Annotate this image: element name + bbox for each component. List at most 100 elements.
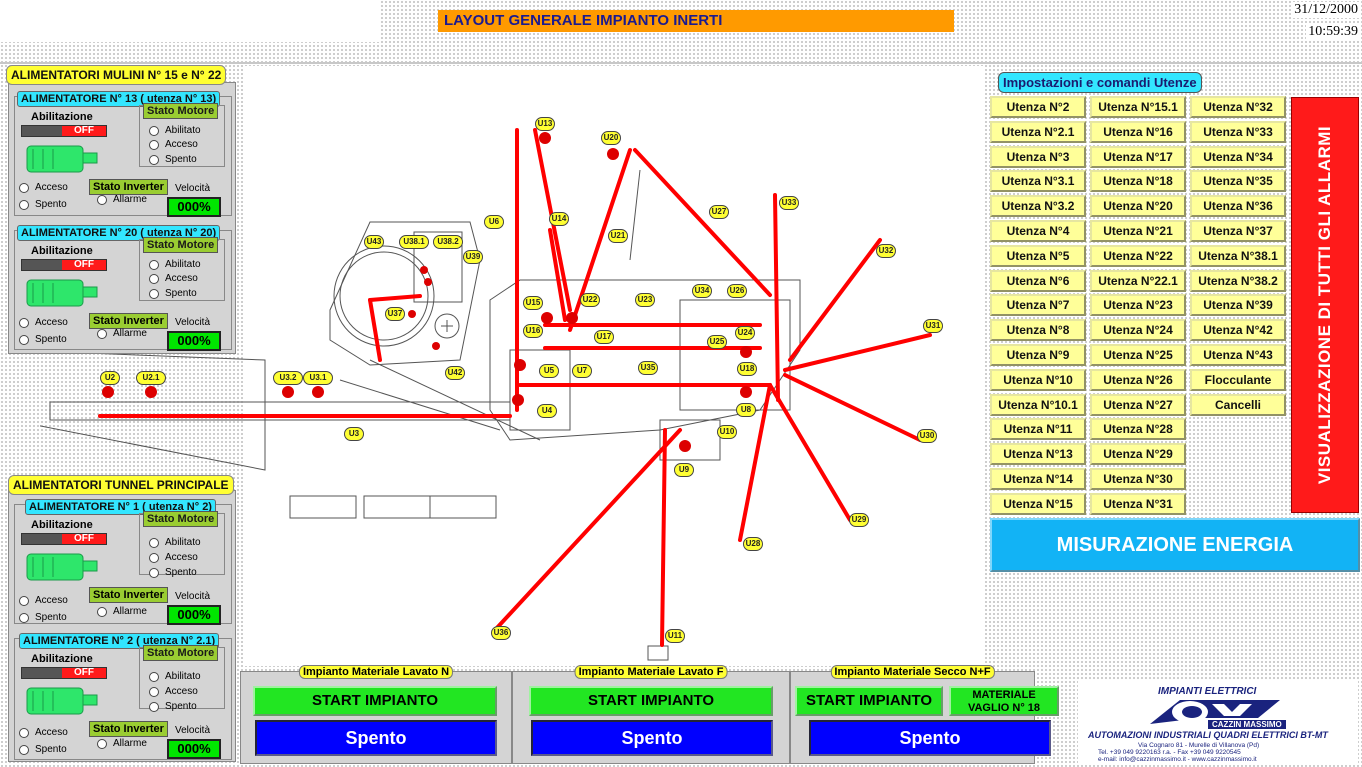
utenza-tag[interactable]: U43 xyxy=(364,235,384,249)
utenza-button[interactable]: Utenza N°11 xyxy=(990,418,1086,440)
utenza-button[interactable]: Utenza N°3.1 xyxy=(990,170,1086,192)
utenza-tag[interactable]: U16 xyxy=(523,324,543,338)
utenza-tag[interactable]: U34 xyxy=(692,284,712,298)
utenza-tag[interactable]: U29 xyxy=(849,513,869,527)
utenza-button[interactable]: Utenza N°3.2 xyxy=(990,195,1086,217)
utenza-tag[interactable]: U5 xyxy=(539,364,559,378)
utenza-button[interactable]: Utenza N°15 xyxy=(990,493,1086,515)
utenza-button[interactable]: Utenza N°21 xyxy=(1090,220,1186,242)
utenza-tag[interactable]: U37 xyxy=(385,307,405,321)
utenza-button[interactable]: Utenza N°33 xyxy=(1190,121,1286,143)
utenza-tag[interactable]: U18 xyxy=(737,362,757,376)
utenza-button[interactable]: Utenza N°14 xyxy=(990,468,1086,490)
utenza-tag[interactable]: U7 xyxy=(572,364,592,378)
utenza-tag[interactable]: U39 xyxy=(463,250,483,264)
utenza-button[interactable]: Utenza N°39 xyxy=(1190,294,1286,316)
utenza-button[interactable]: Utenza N°16 xyxy=(1090,121,1186,143)
utenza-tag[interactable]: U21 xyxy=(608,229,628,243)
start-plant-button[interactable]: START IMPIANTO xyxy=(529,686,773,716)
utenza-button[interactable]: Utenza N°38.2 xyxy=(1190,270,1286,292)
start-plant-button[interactable]: START IMPIANTO xyxy=(253,686,497,716)
utenza-button[interactable]: Utenza N°37 xyxy=(1190,220,1286,242)
utenza-tag[interactable]: U3 xyxy=(344,427,364,441)
enable-switch[interactable]: OFF xyxy=(21,667,107,679)
utenza-button[interactable]: Utenza N°18 xyxy=(1090,170,1186,192)
utenza-button[interactable]: Utenza N°24 xyxy=(1090,319,1186,341)
utenza-button[interactable]: Utenza N°7 xyxy=(990,294,1086,316)
utenza-button[interactable]: Utenza N°31 xyxy=(1090,493,1186,515)
enable-switch[interactable]: OFF xyxy=(21,125,107,137)
utenza-button[interactable]: Utenza N°20 xyxy=(1090,195,1186,217)
utenza-tag[interactable]: U22 xyxy=(580,293,600,307)
utenza-button[interactable]: Utenza N°4 xyxy=(990,220,1086,242)
all-alarms-button[interactable]: VISUALIZZAZIONE DI TUTTI GLI ALLARMI xyxy=(1291,97,1359,513)
utenza-tag[interactable]: U35 xyxy=(638,361,658,375)
utenza-tag[interactable]: U2 xyxy=(100,371,120,385)
energy-measurement-button[interactable]: MISURAZIONE ENERGIA xyxy=(990,518,1360,572)
utenza-tag[interactable]: U23 xyxy=(635,293,655,307)
utenza-tag[interactable]: U13 xyxy=(535,117,555,131)
utenza-button[interactable]: Utenza N°5 xyxy=(990,245,1086,267)
utenza-tag[interactable]: U38.1 xyxy=(399,235,429,249)
utenza-tag[interactable]: U8 xyxy=(736,403,756,417)
utenza-tag[interactable]: U4 xyxy=(537,404,557,418)
utenza-button[interactable]: Utenza N°42 xyxy=(1190,319,1286,341)
utenza-button[interactable]: Utenza N°43 xyxy=(1190,344,1286,366)
utenza-button[interactable]: Utenza N°36 xyxy=(1190,195,1286,217)
utenza-button[interactable]: Utenza N°6 xyxy=(990,270,1086,292)
utenza-button[interactable]: Utenza N°10 xyxy=(990,369,1086,391)
utenza-button[interactable]: Utenza N°8 xyxy=(990,319,1086,341)
utenza-tag[interactable]: U33 xyxy=(779,196,799,210)
utenza-tag[interactable]: U38.2 xyxy=(433,235,463,249)
utenza-button[interactable]: Utenza N°27 xyxy=(1090,394,1186,416)
utenza-button[interactable]: Utenza N°22.1 xyxy=(1090,270,1186,292)
utenza-button[interactable]: Utenza N°38.1 xyxy=(1190,245,1286,267)
utenza-button[interactable]: Utenza N°28 xyxy=(1090,418,1186,440)
utenza-tag[interactable]: U32 xyxy=(876,244,896,258)
utenza-button[interactable]: Utenza N°25 xyxy=(1090,344,1186,366)
utenza-button[interactable]: Utenza N°3 xyxy=(990,146,1086,168)
utenza-tag[interactable]: U31 xyxy=(923,319,943,333)
utenza-tag[interactable]: U25 xyxy=(707,335,727,349)
utenza-button[interactable]: Utenza N°10.1 xyxy=(990,394,1086,416)
utenza-button[interactable]: Utenza N°29 xyxy=(1090,443,1186,465)
utenza-tag[interactable]: U14 xyxy=(549,212,569,226)
utenza-tag[interactable]: U3.1 xyxy=(303,371,333,385)
utenza-button[interactable]: Utenza N°13 xyxy=(990,443,1086,465)
utenza-tag[interactable]: U2.1 xyxy=(136,371,166,385)
utenza-button[interactable]: Cancelli xyxy=(1190,394,1286,416)
utenza-tag[interactable]: U26 xyxy=(727,284,747,298)
utenza-tag[interactable]: U27 xyxy=(709,205,729,219)
utenza-tag[interactable]: U42 xyxy=(445,366,465,380)
utenza-button[interactable]: Utenza N°34 xyxy=(1190,146,1286,168)
utenza-tag[interactable]: U36 xyxy=(491,626,511,640)
start-plant-button[interactable]: START IMPIANTO xyxy=(795,686,943,716)
utenza-tag[interactable]: U24 xyxy=(735,326,755,340)
utenza-button[interactable]: Utenza N°9 xyxy=(990,344,1086,366)
utenza-tag[interactable]: U11 xyxy=(665,629,685,643)
utenza-button[interactable]: Utenza N°35 xyxy=(1190,170,1286,192)
utenza-button[interactable]: Utenza N°17 xyxy=(1090,146,1186,168)
utenza-tag[interactable]: U15 xyxy=(523,296,543,310)
utenza-tag[interactable]: U28 xyxy=(743,537,763,551)
utenza-tag[interactable]: U10 xyxy=(717,425,737,439)
utenza-tag[interactable]: U17 xyxy=(594,330,614,344)
utenza-button[interactable]: Utenza N°26 xyxy=(1090,369,1186,391)
utenza-tag[interactable]: U30 xyxy=(917,429,937,443)
utenza-tag[interactable]: U3.2 xyxy=(273,371,303,385)
utenza-tag[interactable]: U6 xyxy=(484,215,504,229)
enable-switch[interactable]: OFF xyxy=(21,533,107,545)
utenza-button[interactable]: Flocculante xyxy=(1190,369,1286,391)
utenza-button[interactable]: Utenza N°22 xyxy=(1090,245,1186,267)
utenza-button[interactable]: Utenza N°32 xyxy=(1190,96,1286,118)
utenza-tag[interactable]: U20 xyxy=(601,131,621,145)
utenza-button[interactable]: Utenza N°2 xyxy=(990,96,1086,118)
utenza-button[interactable]: Utenza N°15.1 xyxy=(1090,96,1186,118)
utenza-tag[interactable]: U9 xyxy=(674,463,694,477)
off-indicator: OFF xyxy=(62,534,106,544)
vaglio-18-button[interactable]: MATERIALE VAGLIO N° 18 xyxy=(949,686,1059,716)
utenza-button[interactable]: Utenza N°30 xyxy=(1090,468,1186,490)
utenza-button[interactable]: Utenza N°2.1 xyxy=(990,121,1086,143)
enable-switch[interactable]: OFF xyxy=(21,259,107,271)
utenza-button[interactable]: Utenza N°23 xyxy=(1090,294,1186,316)
